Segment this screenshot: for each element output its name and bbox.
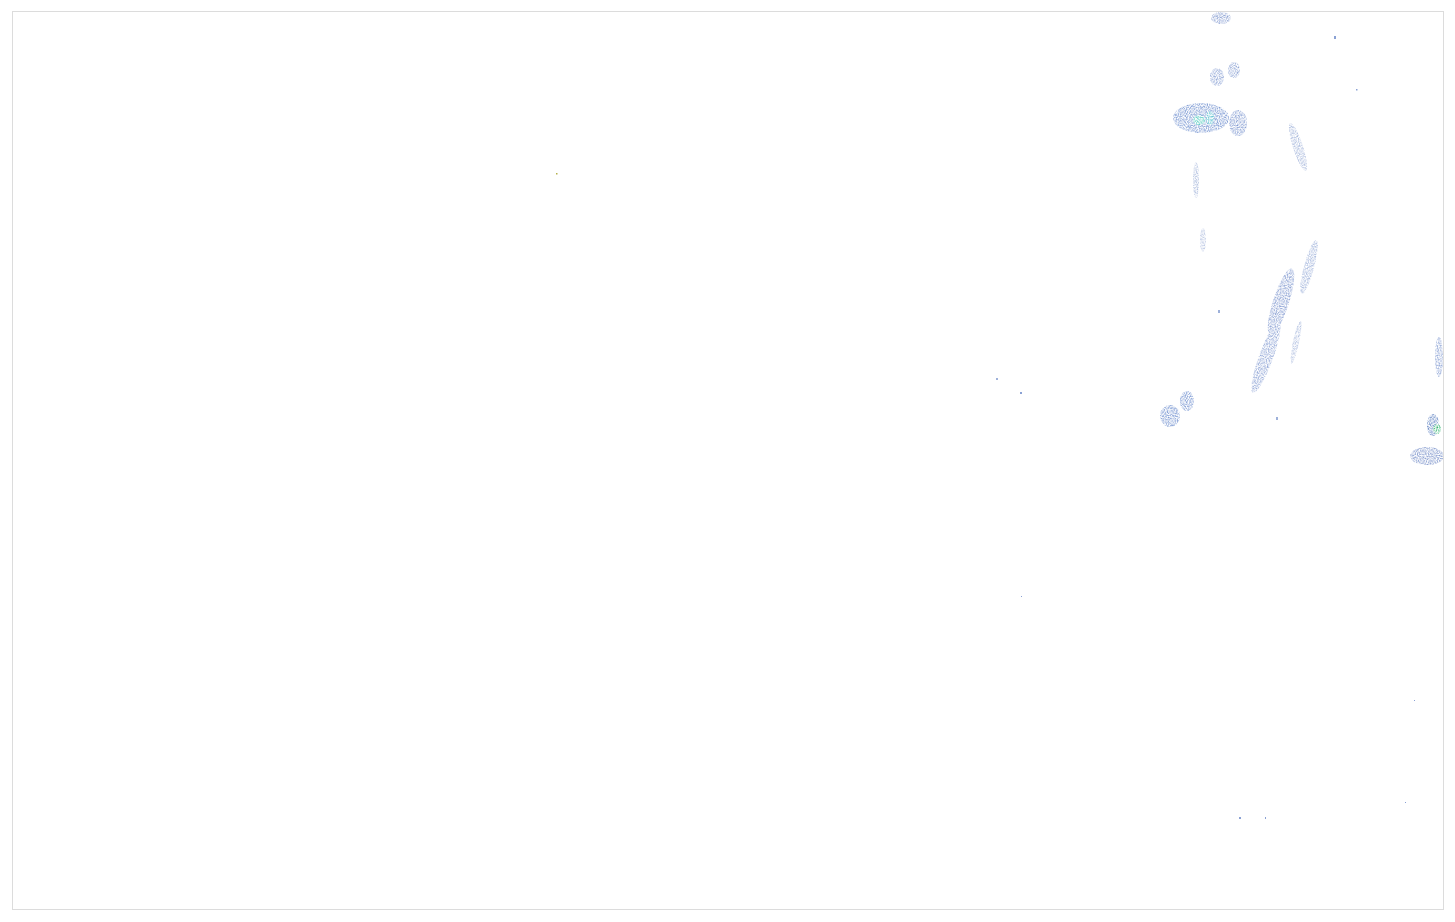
echo-cell-south-a <box>1160 405 1180 427</box>
echo-storm-core-2 <box>1206 111 1214 125</box>
echo-small-cell-a <box>1210 68 1224 86</box>
echo-small-cell-b <box>1228 62 1240 78</box>
radar-echo-layer <box>556 12 1443 819</box>
echo-band-east <box>1300 239 1318 295</box>
isolated-pixel <box>1020 392 1022 394</box>
echo-band-east-low <box>1290 320 1302 364</box>
echo-band-lower <box>1251 321 1281 393</box>
echo-edge-strip <box>1435 337 1443 377</box>
radar-map[interactable] <box>12 11 1444 910</box>
echo-top-streak <box>1211 12 1231 24</box>
echo-cell-south-b <box>1180 391 1194 411</box>
isolated-pixel <box>556 173 558 175</box>
isolated-pixel <box>996 378 998 380</box>
echo-edge-scatter <box>1410 447 1443 465</box>
isolated-pixel <box>1276 417 1278 420</box>
echo-edge-core <box>1433 424 1441 434</box>
isolated-pixel <box>1265 817 1266 819</box>
isolated-pixel <box>1334 36 1336 39</box>
echo-streak-mid <box>1193 162 1199 198</box>
echo-streak-east-1 <box>1288 123 1308 171</box>
isolated-pixel <box>1021 596 1022 597</box>
echo-storm-core-1 <box>1193 115 1205 125</box>
isolated-pixel <box>1239 817 1241 819</box>
isolated-pixel <box>1405 802 1406 803</box>
isolated-pixel <box>1218 310 1220 313</box>
isolated-pixel <box>1356 89 1358 91</box>
echo-storm-cell-east <box>1229 110 1247 136</box>
isolated-pixel <box>1414 700 1415 701</box>
echo-streak-lower-small <box>1200 228 1206 252</box>
echo-band-upper <box>1267 268 1295 336</box>
